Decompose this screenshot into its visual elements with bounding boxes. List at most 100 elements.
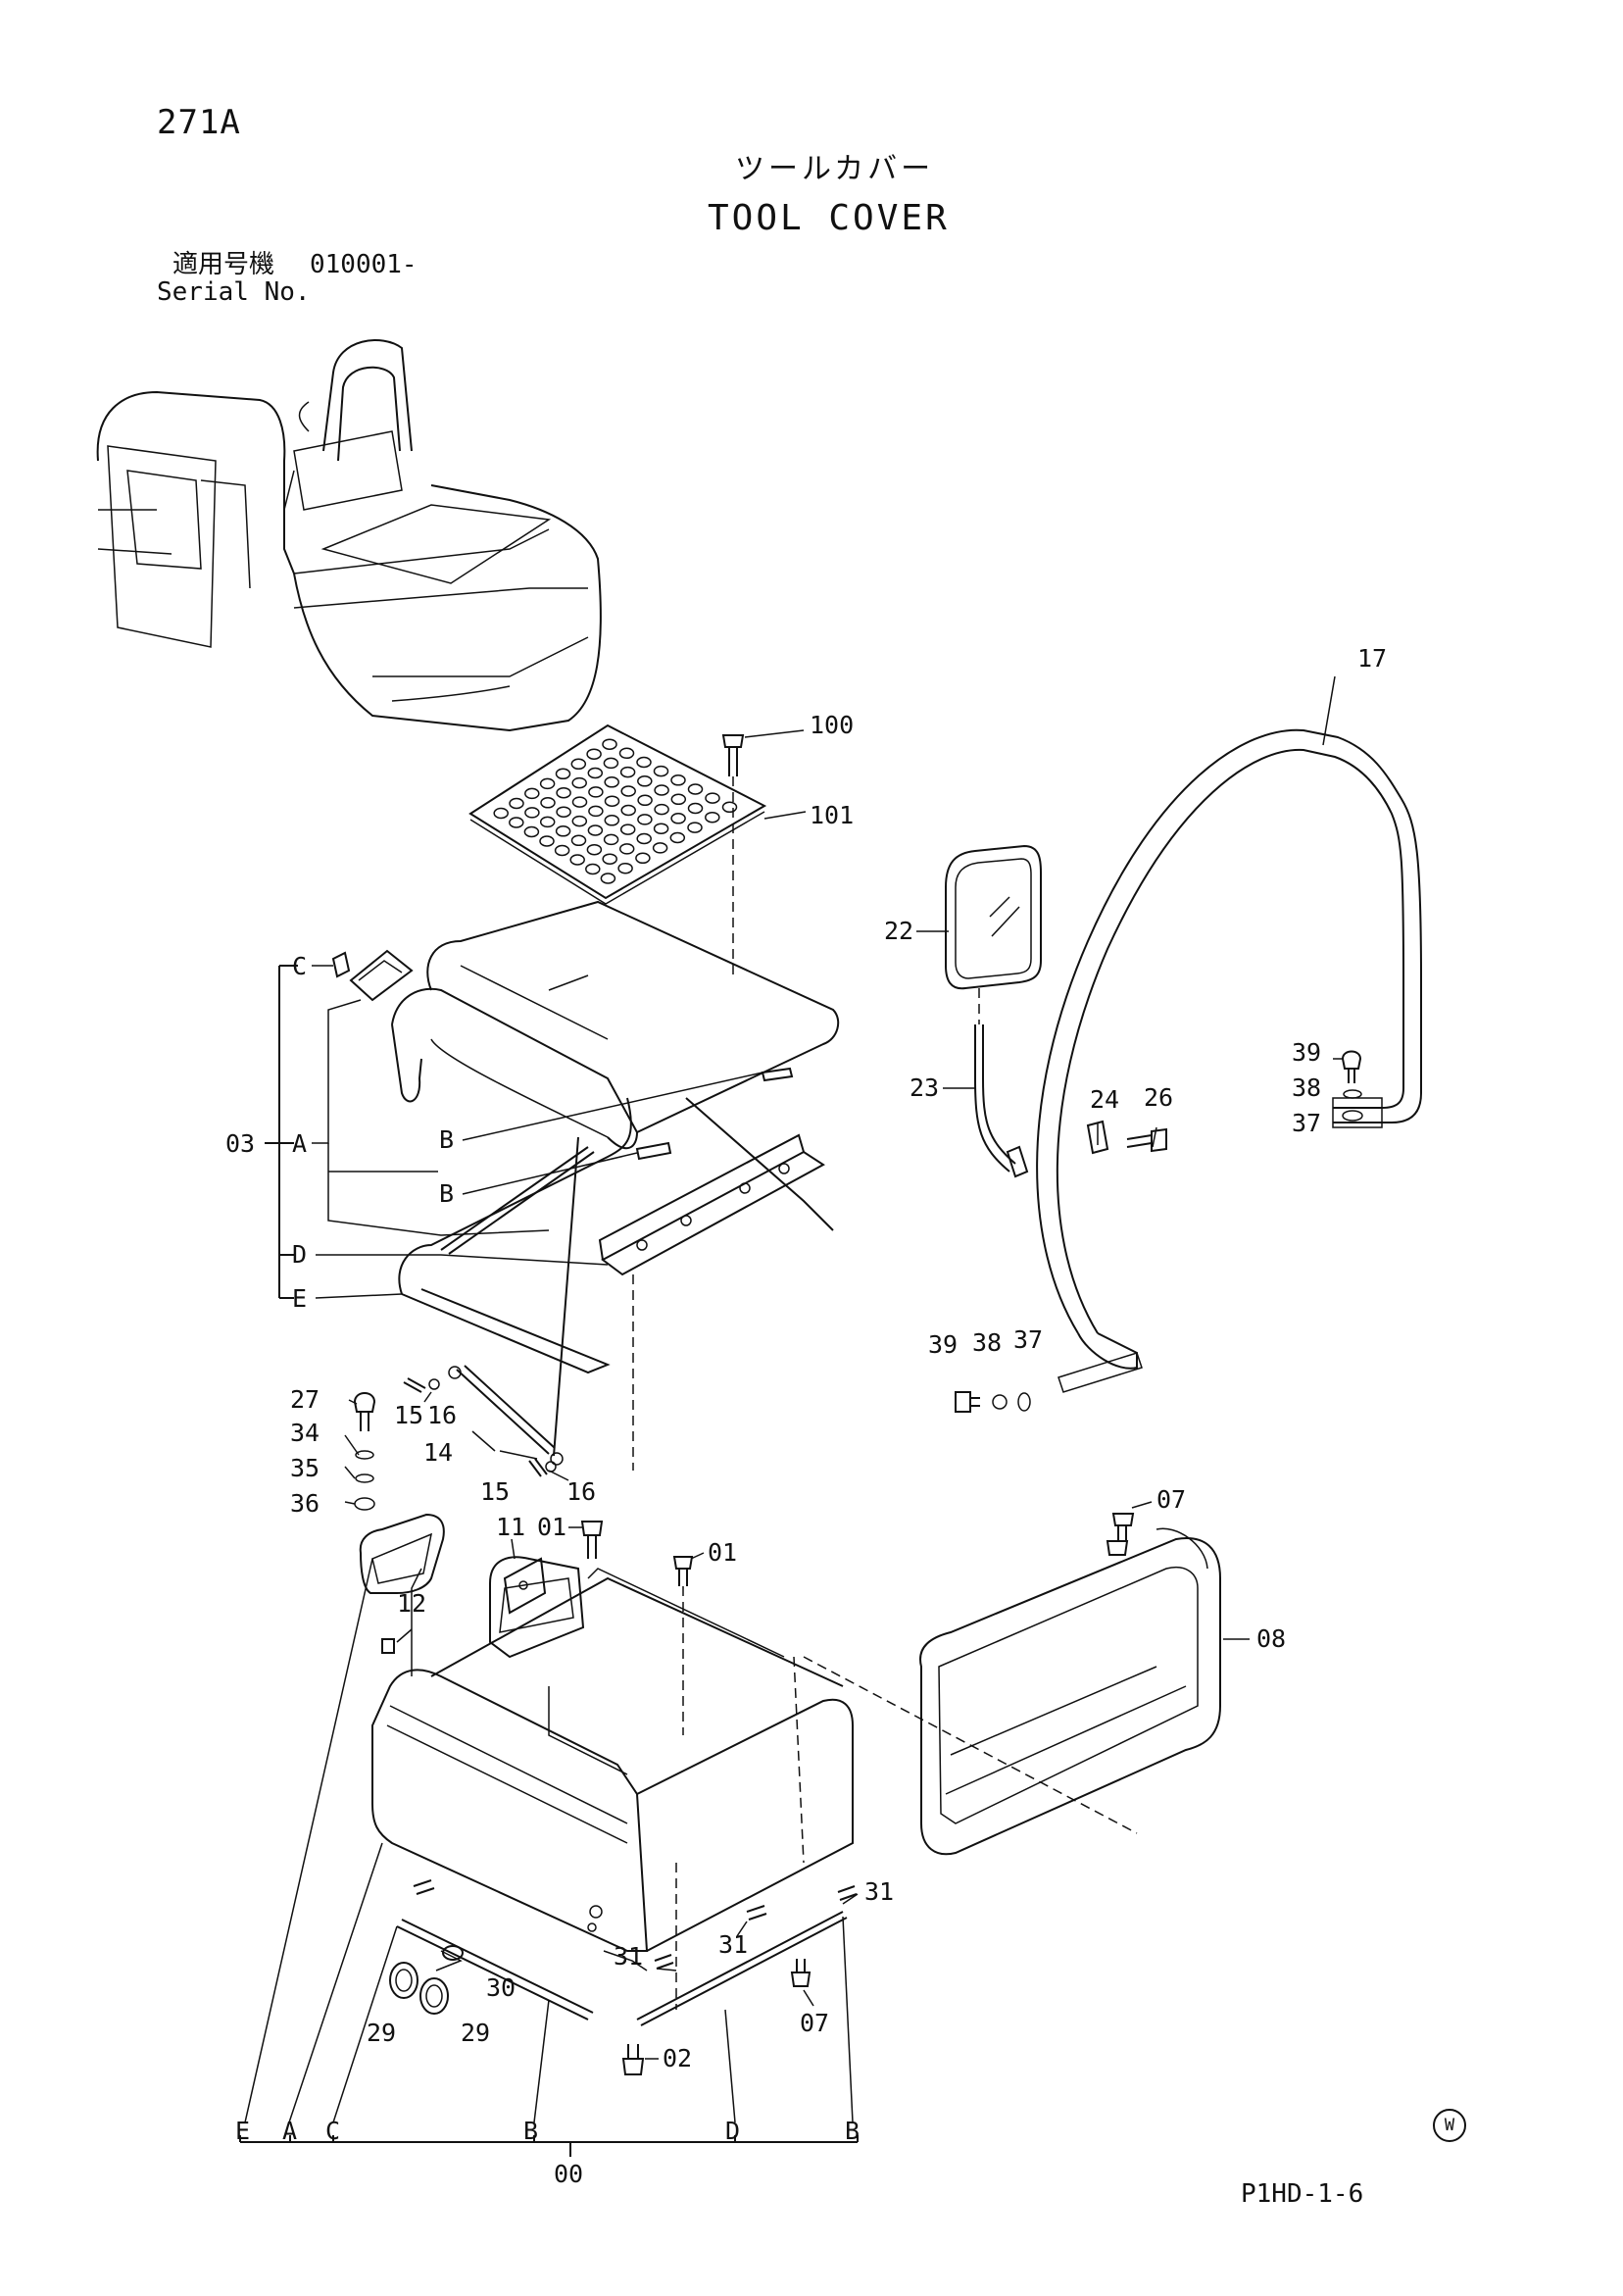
callout-16a: 16 xyxy=(427,1401,457,1429)
letter-d-bottom: D xyxy=(725,2117,740,2145)
title-japanese: ツールカバー xyxy=(735,152,935,186)
plate-hole xyxy=(509,797,524,810)
callout-08: 08 xyxy=(1256,1624,1286,1653)
plate-hole xyxy=(588,786,604,798)
plate-hole xyxy=(556,806,571,818)
plate-hole xyxy=(539,777,556,790)
callout-01b: 01 xyxy=(708,1538,737,1567)
bottom-strips xyxy=(396,1879,858,2026)
callout-numbers: 100 101 17 22 23 24 26 39 38 37 39 38 37… xyxy=(225,644,1387,2188)
callout-27: 27 xyxy=(290,1385,320,1414)
plate-hole xyxy=(619,824,636,835)
mirror-22 xyxy=(945,844,1042,990)
plate-hole xyxy=(637,814,653,825)
step-plate-101 xyxy=(468,724,767,905)
grommets-29-30 xyxy=(389,1945,464,2015)
callout-26: 26 xyxy=(1144,1083,1173,1112)
callout-31c: 31 xyxy=(614,1942,643,1971)
plate-hole xyxy=(687,783,704,795)
handrail-17 xyxy=(1036,728,1422,1393)
drawing-code: P1HD-1-6 xyxy=(1241,2179,1364,2209)
callout-39b: 39 xyxy=(928,1330,958,1359)
plate-hole xyxy=(620,804,636,817)
serial-number-value: 010001- xyxy=(310,250,418,279)
callout-11: 11 xyxy=(496,1513,525,1541)
serial-label-japanese: 適用号機 xyxy=(172,250,275,279)
bolts-02-07 xyxy=(621,1959,812,2075)
hinge-bar xyxy=(598,1133,825,1276)
excavator-overview-sketch xyxy=(96,339,602,732)
plate-hole xyxy=(637,794,653,807)
plate-hole xyxy=(603,757,619,770)
bolt-100 xyxy=(721,734,745,980)
plate-hole xyxy=(635,852,651,865)
callout-31a: 31 xyxy=(864,1877,894,1906)
hinge-bracket-c xyxy=(331,949,414,1002)
callout-15a: 15 xyxy=(394,1401,423,1429)
mirror-stay-23 xyxy=(974,988,1029,1178)
letter-c-bottom: C xyxy=(325,2117,340,2145)
plate-hole xyxy=(669,831,686,844)
page-code: 271A xyxy=(157,103,241,142)
callout-22: 22 xyxy=(884,917,913,945)
callout-37a: 37 xyxy=(1292,1109,1321,1137)
w-mark-icon: W xyxy=(1433,2109,1466,2142)
plate-hole xyxy=(555,768,571,780)
callout-101: 101 xyxy=(810,801,854,829)
plate-hole xyxy=(600,873,616,884)
tool-box-body xyxy=(371,1556,854,2010)
plate-hole xyxy=(540,797,556,809)
plate-hole xyxy=(493,807,509,820)
letter-e-upper: E xyxy=(292,1284,307,1313)
callout-14: 14 xyxy=(423,1438,453,1467)
inspection-cover-12 xyxy=(359,1513,445,1654)
side-cover-08 xyxy=(803,1513,1221,1856)
rubber-b-pieces xyxy=(635,1067,794,1161)
plate-hole xyxy=(602,853,617,865)
callout-00: 00 xyxy=(554,2160,583,2188)
plate-hole xyxy=(570,758,587,771)
plate-hole xyxy=(670,813,686,824)
fasteners-37-39 xyxy=(955,1050,1363,1413)
page-title: TOOL COVER xyxy=(708,198,950,238)
callout-37b: 37 xyxy=(1013,1325,1043,1354)
plate-hole xyxy=(604,795,620,807)
plate-hole xyxy=(654,803,669,816)
plate-hole xyxy=(705,811,720,824)
letter-e-bottom: E xyxy=(235,2117,250,2145)
callout-03: 03 xyxy=(225,1129,255,1158)
callout-38b: 38 xyxy=(972,1328,1002,1357)
letter-b-upper-1: B xyxy=(439,1125,454,1154)
letter-labels: C A B B D E E A C B D B xyxy=(235,952,860,2145)
plate-hole xyxy=(588,805,604,818)
callout-100: 100 xyxy=(810,711,854,739)
plate-hole xyxy=(653,823,669,834)
callout-15b: 15 xyxy=(480,1477,510,1506)
plate-hole xyxy=(617,862,633,874)
plate-hole xyxy=(654,784,669,796)
plate-hole xyxy=(539,816,556,828)
plate-hole xyxy=(604,815,620,826)
callout-39a: 39 xyxy=(1292,1038,1321,1067)
plate-hole xyxy=(555,825,571,837)
plate-hole xyxy=(618,843,635,855)
leader-lines xyxy=(239,675,1343,2157)
plate-hole xyxy=(653,765,669,777)
plate-hole xyxy=(670,793,687,806)
fasteners-15-16 xyxy=(403,1377,557,1477)
plate-hole xyxy=(652,842,668,854)
plate-hole xyxy=(585,863,601,875)
plate-hole xyxy=(705,792,720,804)
plate-hole xyxy=(586,843,603,856)
plate-hole xyxy=(636,756,652,769)
plate-hole xyxy=(637,775,653,787)
plate-hole xyxy=(670,774,686,786)
callout-01a: 01 xyxy=(537,1513,566,1541)
callout-29b: 29 xyxy=(461,2019,490,2047)
callout-38a: 38 xyxy=(1292,1073,1321,1102)
plate-hole xyxy=(571,796,588,808)
letter-c-upper: C xyxy=(292,952,307,980)
plate-hole xyxy=(587,767,604,779)
plate-hole xyxy=(586,748,602,760)
